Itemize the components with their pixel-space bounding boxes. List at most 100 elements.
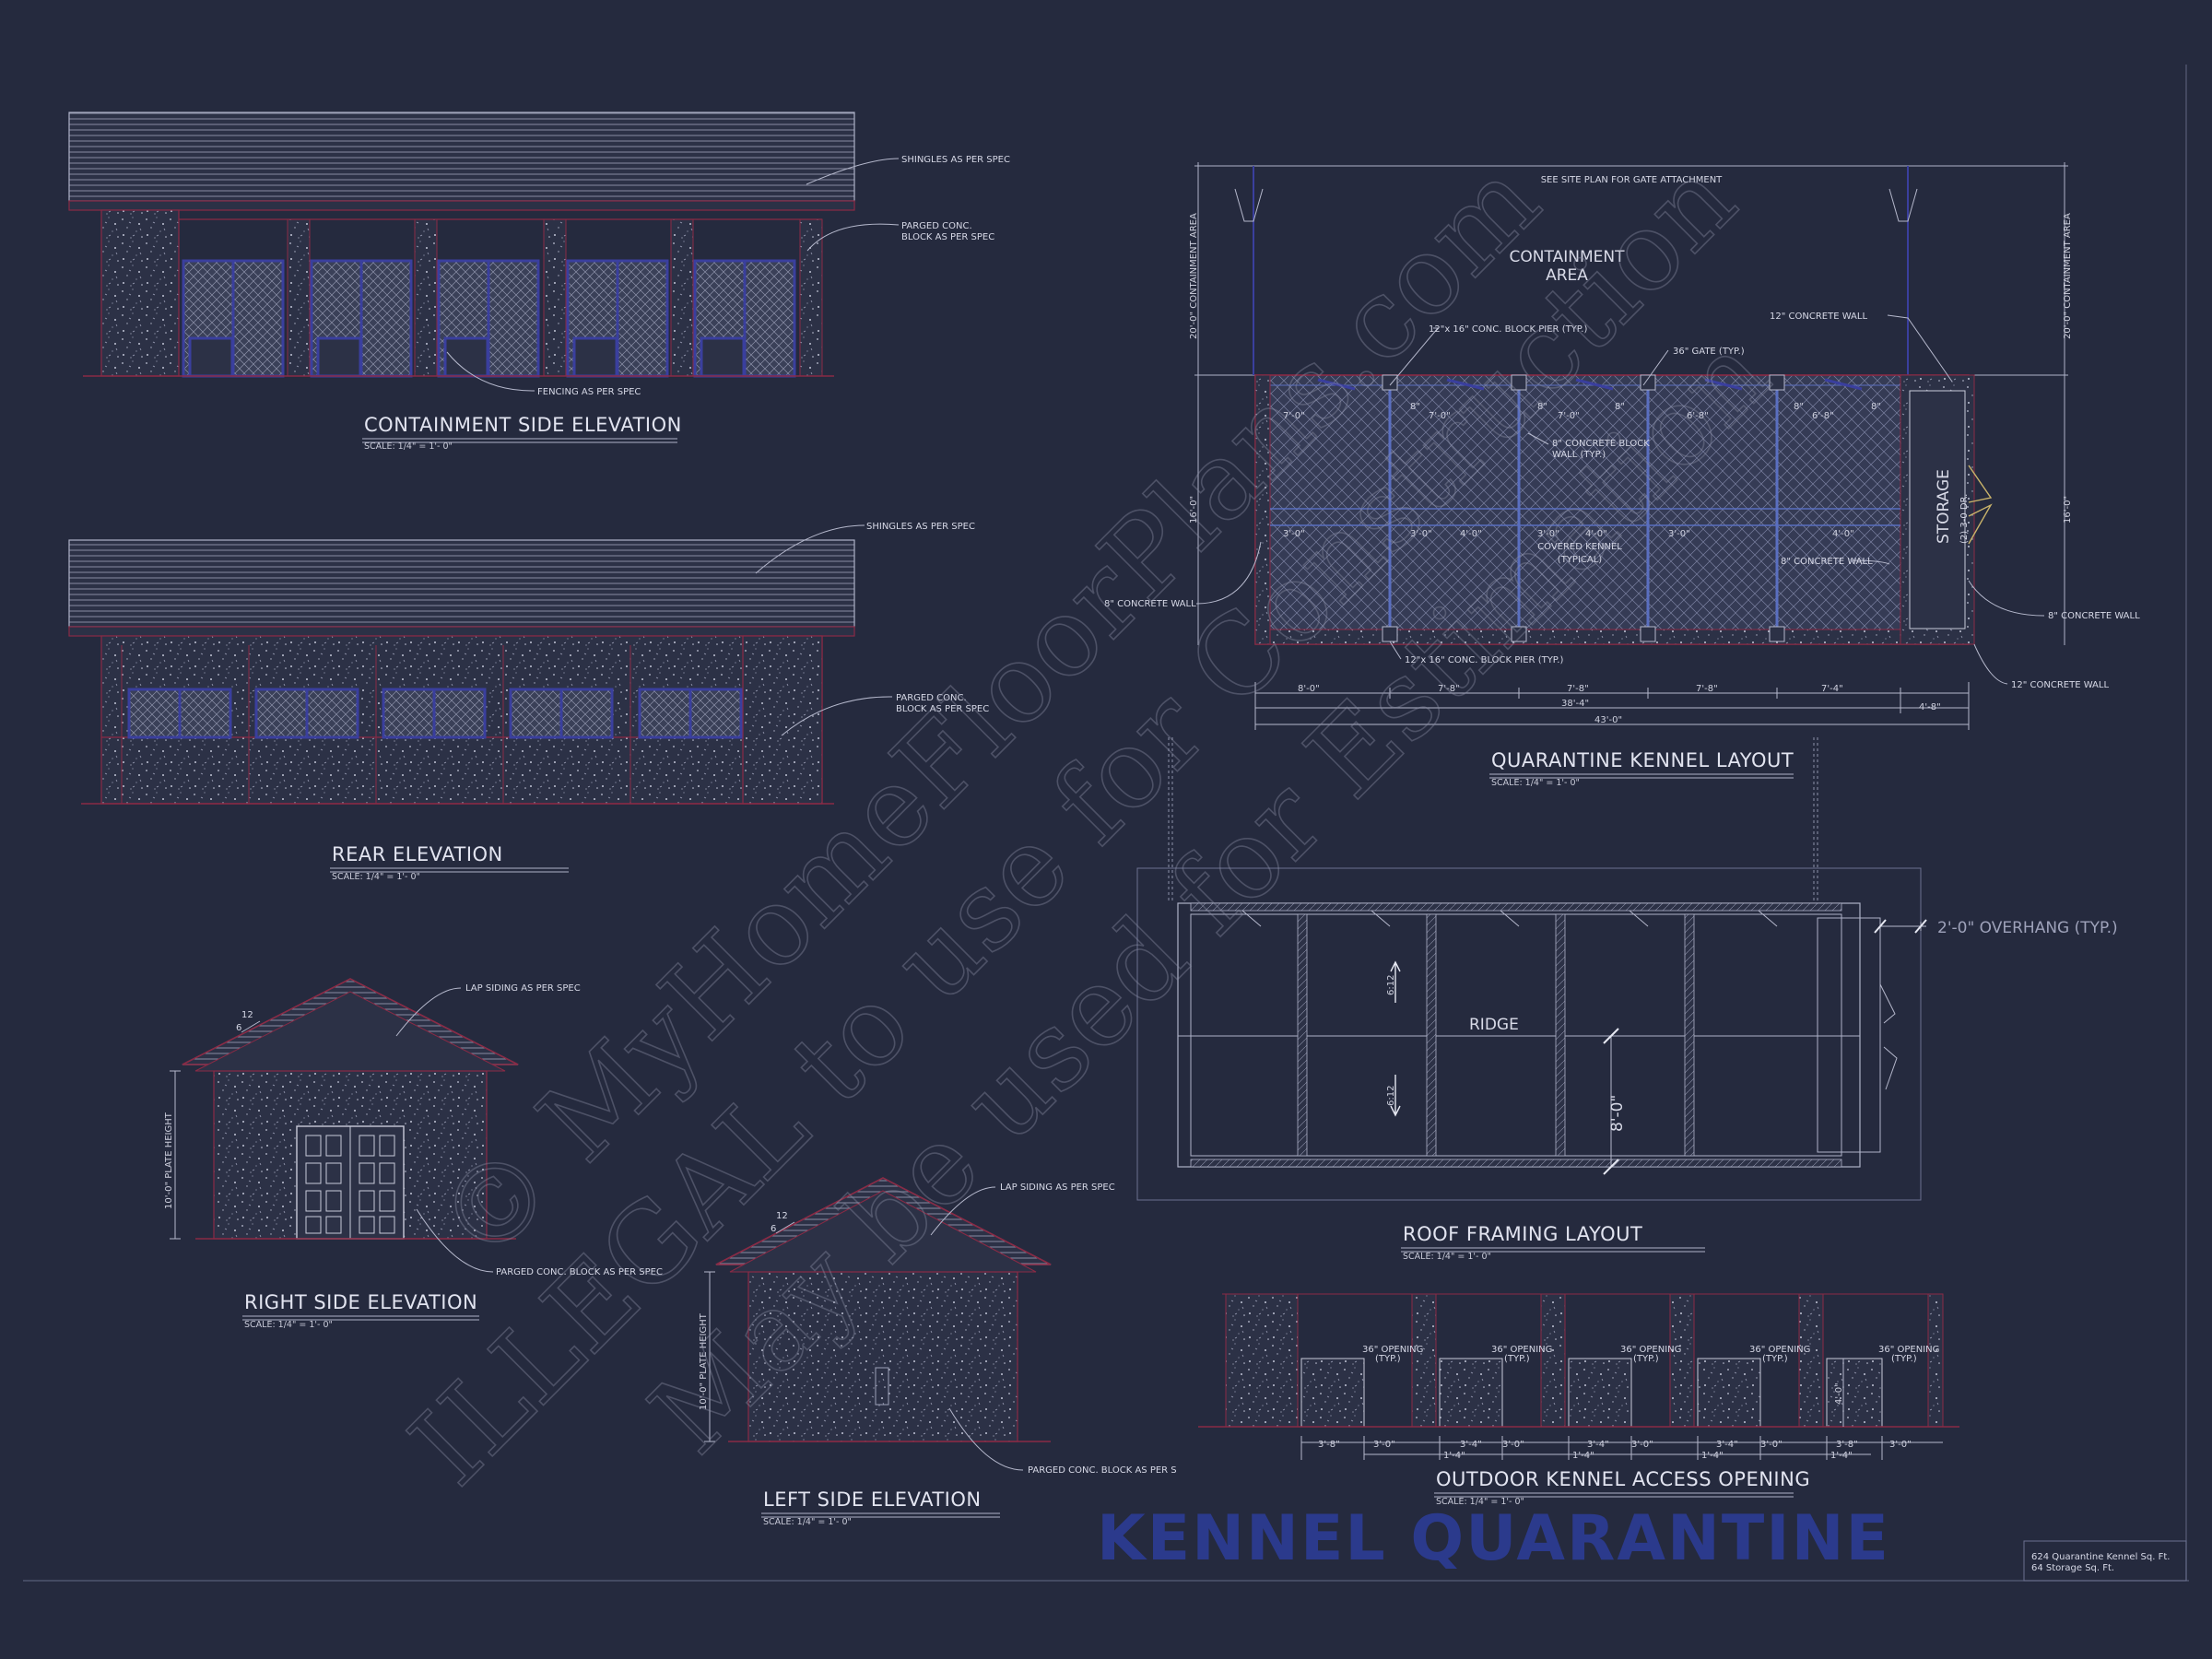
opening-dim: 3'-4" — [1587, 1440, 1609, 1450]
height-dimension: 16'-0" — [2063, 496, 2073, 524]
bay-dim: 7'-8" — [1696, 684, 1718, 694]
view-scale: SCALE: 1/4" = 1'- 0" — [364, 441, 453, 452]
note-block: BLOCK AS PER SPEC — [901, 232, 994, 242]
note-parged: PARGED CONC. BLOCK AS PER SPEC — [496, 1267, 663, 1277]
inner-dim: 8" — [1615, 402, 1625, 412]
opening-label: 36" OPENING — [1749, 1345, 1810, 1355]
note-parged: PARGED CONC. — [901, 221, 972, 231]
roof-pitch: 6:12 — [1386, 1086, 1396, 1106]
note-pier: 12"x 16" CONC. BLOCK PIER (TYP.) — [1405, 655, 1563, 665]
inner-dim: 7'-0" — [1558, 411, 1580, 421]
side-dimension: 20'-0" CONTAINMENT AREA — [2063, 213, 2073, 339]
note-block: BLOCK AS PER SPEC — [896, 704, 989, 714]
pitch-den: 6 — [771, 1224, 776, 1234]
opening-dim: 3'-0" — [1373, 1440, 1395, 1450]
view-scale: SCALE: 1/4" = 1'- 0" — [244, 1320, 333, 1330]
opening-label: (TYP.) — [1633, 1354, 1659, 1364]
opening-dim: 1'-4" — [1443, 1451, 1465, 1461]
note-parged: PARGED CONC. — [896, 693, 967, 703]
opening-dim: 3'-0" — [1631, 1440, 1653, 1450]
pitch-num: 12 — [776, 1211, 788, 1221]
view-title: QUARANTINE KENNEL LAYOUT — [1491, 749, 1794, 771]
title-block-line: 64 Storage Sq. Ft. — [2031, 1563, 2114, 1573]
inner-dim: 8" — [1794, 402, 1804, 412]
side-dimension: 20'-0" CONTAINMENT AREA — [1189, 213, 1199, 339]
view-title: REAR ELEVATION — [332, 843, 503, 865]
note-block: 8" CONCRETE BLOCK — [1552, 439, 1650, 449]
outdoor-kennel-access-opening: 36" OPENING (TYP.) 36" OPENING (TYP.) 36… — [1198, 1293, 1959, 1507]
inner-dim: 8" — [1410, 402, 1420, 412]
inner-dim: 6'-8" — [1687, 411, 1709, 421]
note-shingles: SHINGLES AS PER SPEC — [901, 155, 1010, 165]
view-title: RIGHT SIDE ELEVATION — [244, 1291, 477, 1313]
opening-dim: 1'-4" — [1572, 1451, 1594, 1461]
storage-label: STORAGE — [1935, 469, 1953, 544]
covered-kennel: (TYPICAL) — [1558, 555, 1602, 565]
roof-framing-layout: 2'-0" OVERHANG (TYP.) RIDGE 6:12 6:12 8'… — [1136, 737, 2118, 1262]
opening-dim: 1'-4" — [1701, 1451, 1724, 1461]
opening-dim: 3'-0" — [1502, 1440, 1524, 1450]
note-gate: 36" GATE (TYP.) — [1673, 347, 1745, 357]
note-fencing: FENCING AS PER SPEC — [537, 387, 641, 397]
bay-dim: 4'-8" — [1919, 702, 1941, 712]
plate-height: 10'-0" PLATE HEIGHT — [164, 1112, 174, 1209]
note-wall: 8" CONCRETE WALL — [1104, 599, 1196, 609]
opening-dim: 3'-4" — [1716, 1440, 1738, 1450]
span-dim: 8'-0" — [1608, 1095, 1627, 1132]
right-side-elevation: 10'-0" PLATE HEIGHT 12 6 LAP SIDING AS P… — [164, 978, 663, 1330]
view-title: OUTDOOR KENNEL ACCESS OPENING — [1436, 1468, 1810, 1490]
inner-dim: 3'-0" — [1283, 529, 1305, 539]
view-scale: SCALE: 1/4" = 1'- 0" — [763, 1517, 852, 1527]
height-dimension: 16'-0" — [1189, 496, 1199, 524]
opening-dim: 3'-0" — [1889, 1440, 1912, 1450]
note-wall: 8" CONCRETE WALL — [1781, 557, 1873, 567]
containment-side-elevation: SHINGLES AS PER SPEC PARGED CONC. BLOCK … — [68, 112, 1010, 452]
opening-label: (TYP.) — [1375, 1354, 1401, 1364]
inner-dim: 7'-0" — [1283, 411, 1305, 421]
rear-elevation: SHINGLES AS PER SPEC PARGED CONC. BLOCK … — [68, 522, 989, 882]
view-scale: SCALE: 1/4" = 1'- 0" — [332, 872, 420, 882]
view-scale: SCALE: 1/4" = 1'- 0" — [1403, 1252, 1491, 1262]
inner-dim: 3'-0" — [1537, 529, 1559, 539]
ridge-label: RIDGE — [1469, 1016, 1519, 1034]
inner-dim: 8" — [1537, 402, 1547, 412]
containment-label: CONTAINMENT — [1510, 248, 1626, 266]
opening-height: 4'-0" — [1834, 1382, 1844, 1405]
overall-dim: 38'-4" — [1561, 699, 1589, 709]
opening-label: 36" OPENING — [1491, 1345, 1552, 1355]
inner-dim: 8" — [1871, 402, 1881, 412]
view-title: ROOF FRAMING LAYOUT — [1403, 1223, 1642, 1245]
view-scale: SCALE: 1/4" = 1'- 0" — [1491, 778, 1580, 788]
quarantine-kennel-layout: SEE SITE PLAN FOR GATE ATTACHMENT CONTAI… — [1104, 162, 2140, 788]
view-scale: SCALE: 1/4" = 1'- 0" — [1436, 1497, 1524, 1507]
inner-dim: 3'-0" — [1410, 529, 1432, 539]
opening-label: (TYP.) — [1762, 1354, 1788, 1364]
bay-dim: 7'-8" — [1567, 684, 1589, 694]
plate-height: 10'-0" PLATE HEIGHT — [699, 1312, 709, 1410]
opening-label: 36" OPENING — [1620, 1345, 1681, 1355]
note-wall: 12" CONCRETE WALL — [2011, 680, 2109, 690]
view-title: LEFT SIDE ELEVATION — [763, 1488, 982, 1511]
title-block: 624 Quarantine Kennel Sq. Ft. 64 Storage… — [2023, 1540, 2187, 1582]
inner-dim: 3'-0" — [1668, 529, 1690, 539]
containment-label: AREA — [1546, 266, 1588, 285]
opening-dim: 3'-8" — [1318, 1440, 1340, 1450]
pitch-den: 6 — [236, 1023, 241, 1033]
opening-label: 36" OPENING — [1362, 1345, 1423, 1355]
opening-dim: 3'-0" — [1760, 1440, 1783, 1450]
opening-label: 36" OPENING — [1878, 1345, 1939, 1355]
note-pier: 12"x 16" CONC. BLOCK PIER (TYP.) — [1429, 324, 1587, 335]
opening-label: (TYP.) — [1504, 1354, 1530, 1364]
inner-dim: 4'-0" — [1460, 529, 1482, 539]
inner-dim: 4'-0" — [1832, 529, 1854, 539]
note-wall: 8" CONCRETE WALL — [2048, 611, 2140, 621]
note-wall: 12" CONCRETE WALL — [1770, 312, 1867, 322]
overhang-note: 2'-0" OVERHANG (TYP.) — [1937, 919, 2118, 937]
overall-dim: 43'-0" — [1594, 715, 1622, 725]
left-side-elevation: 10'-0" PLATE HEIGHT 12 6 LAP SIDING AS P… — [699, 1177, 1177, 1527]
view-title: CONTAINMENT SIDE ELEVATION — [364, 414, 682, 436]
note-parged: PARGED CONC. BLOCK AS PER S — [1028, 1465, 1177, 1476]
inner-dim: 4'-0" — [1585, 529, 1607, 539]
opening-dim: 3'-8" — [1836, 1440, 1858, 1450]
